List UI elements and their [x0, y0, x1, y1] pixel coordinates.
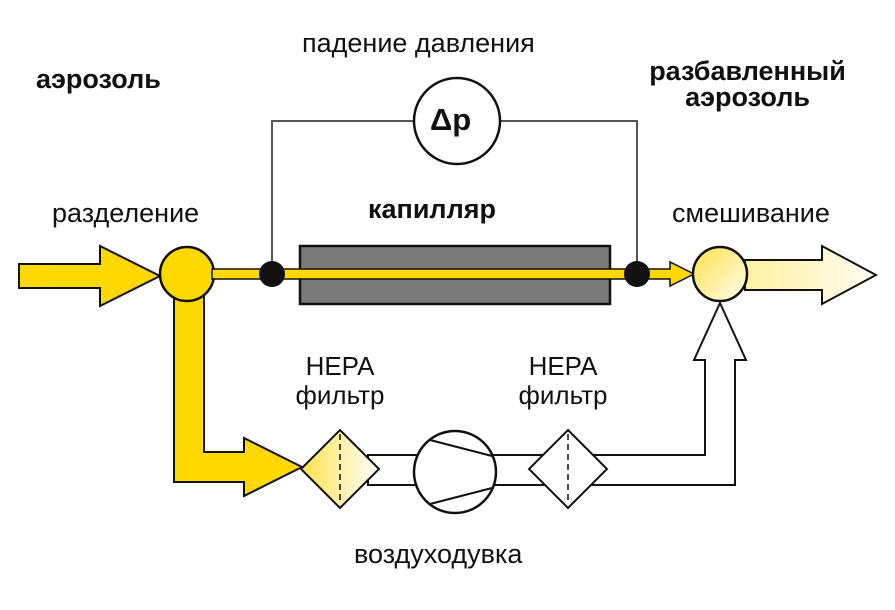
diluted-aerosol-line1: разбавленный	[649, 56, 846, 86]
pressure-line-right	[500, 120, 638, 272]
diluted-aerosol-label: разбавленный аэрозоль	[626, 56, 869, 112]
diluted-aerosol-line2: аэрозоль	[685, 82, 810, 112]
hepa-right-line2: фильтр	[518, 380, 608, 410]
bypass-arrow	[173, 295, 305, 498]
capillary-label: капилляр	[368, 194, 496, 224]
pressure-drop-label: падение давления	[302, 28, 535, 58]
hepa-left-line2: фильтр	[295, 380, 385, 410]
pressure-gauge	[412, 76, 502, 166]
aerosol-label: аэрозоль	[36, 64, 161, 94]
delta-p-symbol: Δp	[430, 102, 472, 137]
hepa-left-line1: HEPA	[305, 351, 375, 381]
hepa-right-line1: HEPA	[528, 351, 598, 381]
inlet-arrow	[18, 244, 163, 308]
blower-blade-top	[429, 439, 493, 457]
pressure-tap-right	[624, 261, 650, 287]
splitter-circle	[158, 245, 216, 303]
hepa-filter-left-label: HEPA фильтр	[280, 352, 400, 410]
pressure-tap-left	[259, 261, 285, 287]
split-label: разделение	[52, 198, 200, 228]
blower-blade-bottom	[429, 487, 493, 505]
pressure-line-left	[271, 120, 414, 272]
outlet-arrow	[744, 244, 879, 306]
hepa-filter-right-label: HEPA фильтр	[503, 352, 623, 410]
capillary-flow-arrow	[211, 260, 696, 288]
mixing-label: смешивание	[672, 198, 830, 228]
mixing-circle	[691, 245, 749, 303]
blower-circle	[412, 429, 498, 515]
blower-label: воздуходувка	[354, 539, 523, 569]
